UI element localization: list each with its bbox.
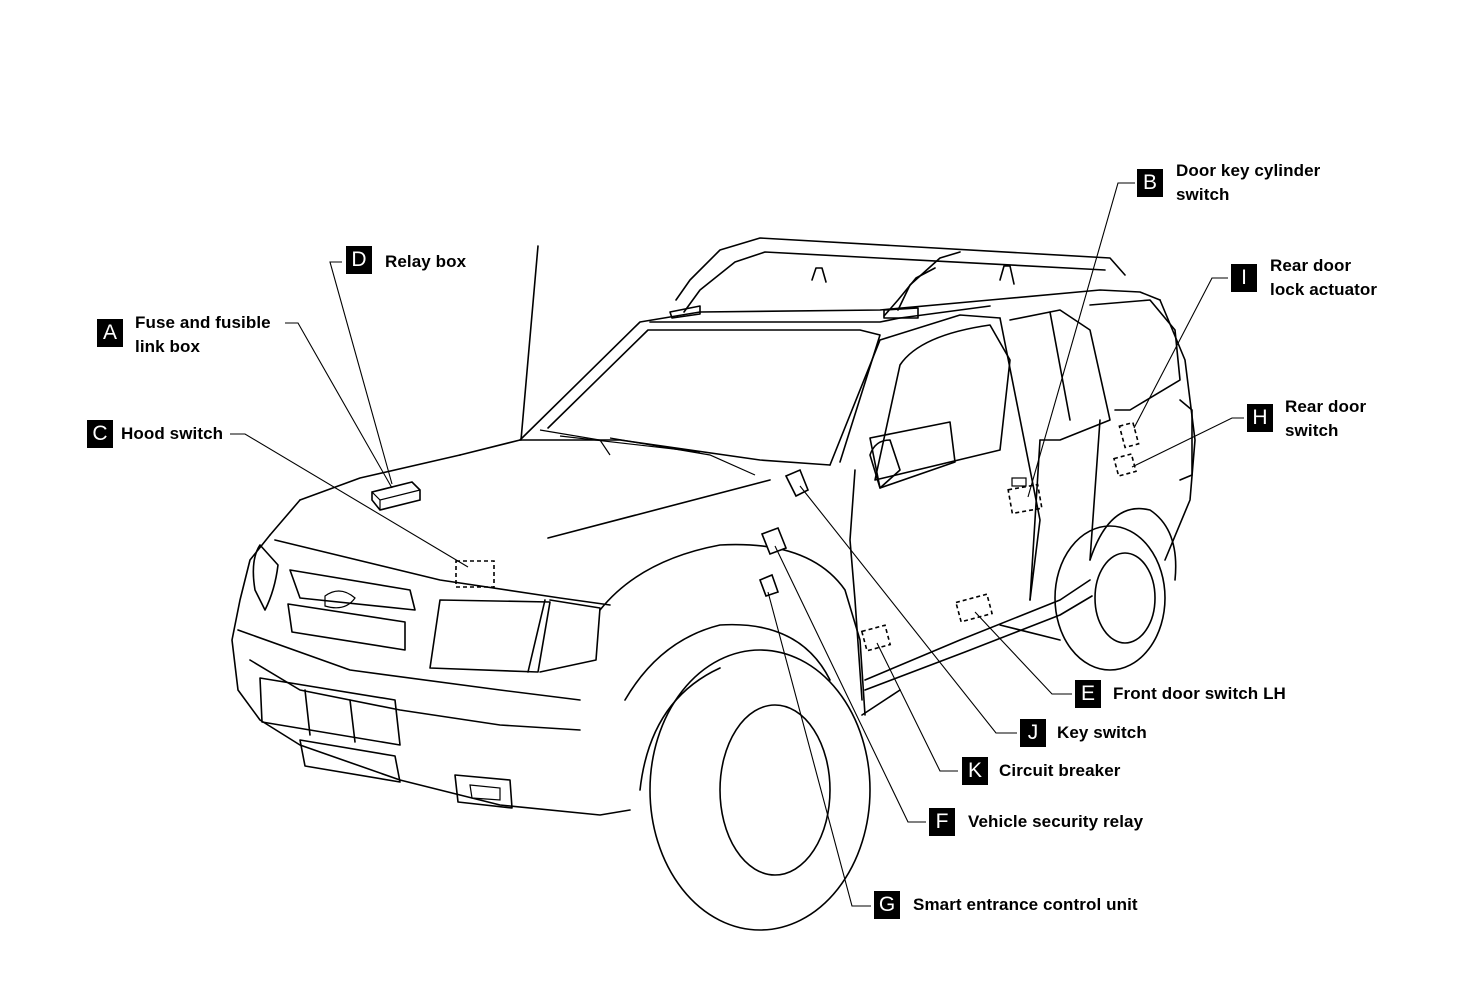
callout-c-label: Hood switch xyxy=(121,424,224,443)
rear-door-switch-marker xyxy=(1112,452,1138,478)
callout-f-label: Vehicle security relay xyxy=(968,812,1144,831)
callout-i-badge: I xyxy=(1231,264,1257,292)
callout-b-badge: B xyxy=(1137,169,1163,197)
hood-switch-marker xyxy=(455,560,495,588)
leader-lines xyxy=(230,182,1244,907)
vehicle-outline xyxy=(231,237,1196,931)
callout-f-badge: F xyxy=(929,808,955,836)
callout-b-label: Door key cylinder switch xyxy=(1176,161,1321,204)
callout-k-badge: K xyxy=(962,757,988,785)
callout-k-label: Circuit breaker xyxy=(999,761,1121,780)
callout-a-label: Fuse and fusible link box xyxy=(135,313,271,356)
callout-h-badge: H xyxy=(1247,404,1273,432)
component-markers xyxy=(371,421,1140,652)
callout-i-label: Rear door lock actuator xyxy=(1270,256,1378,299)
callout-g-badge: G xyxy=(874,891,900,919)
rear-door-lock-actuator-marker xyxy=(1118,421,1140,449)
circuit-breaker-marker xyxy=(860,624,892,652)
callout-a-badge: A xyxy=(97,319,123,347)
vehicle-security-relay-marker xyxy=(760,526,788,556)
callout-d-label: Relay box xyxy=(385,252,467,271)
front-door-switch-marker xyxy=(954,593,994,623)
callout-d-badge: D xyxy=(346,246,372,274)
callout-j-label: Key switch xyxy=(1057,723,1147,742)
callout-j-badge: J xyxy=(1020,719,1046,747)
callout-h-label: Rear door switch xyxy=(1285,397,1367,440)
callout-e-badge: E xyxy=(1075,680,1101,708)
callout-c-badge: C xyxy=(87,420,113,448)
callout-e-label: Front door switch LH xyxy=(1113,684,1286,703)
callout-g-label: Smart entrance control unit xyxy=(913,895,1138,914)
